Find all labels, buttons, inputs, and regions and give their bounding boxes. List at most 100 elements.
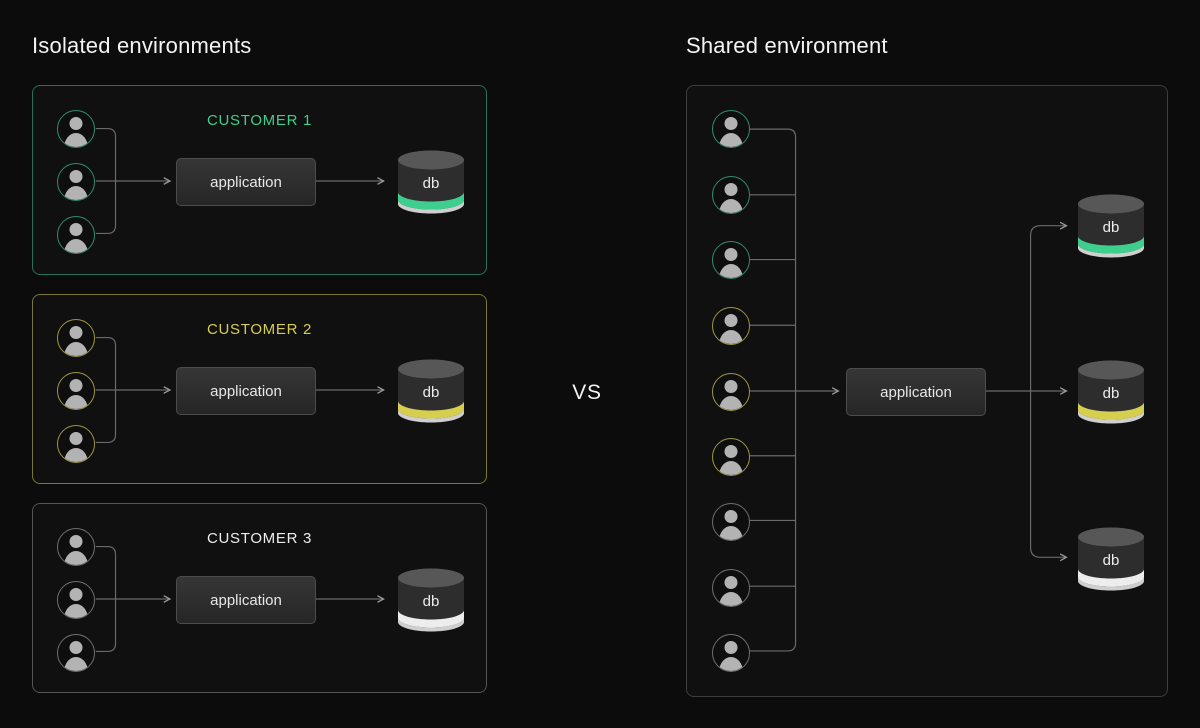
user-icon <box>712 438 750 476</box>
wire-to-db-top <box>1029 221 1068 391</box>
user-shoulders <box>64 132 88 147</box>
user-shoulders <box>64 185 88 200</box>
db-label: db <box>423 593 440 610</box>
db-rim <box>398 409 464 423</box>
db-label: db <box>423 175 440 192</box>
user-icon <box>712 307 750 345</box>
db-label: db <box>1103 219 1120 236</box>
db-stripe <box>1078 236 1144 254</box>
user-shoulders <box>64 550 88 565</box>
user-head <box>724 445 738 458</box>
db-label: db <box>423 384 440 401</box>
user-head <box>69 535 83 548</box>
user-head <box>724 248 738 261</box>
user-shoulders <box>719 525 743 540</box>
user-icon <box>712 176 750 214</box>
user-shoulders <box>719 329 743 344</box>
db-rim <box>1078 244 1144 258</box>
application-label: application <box>210 591 282 609</box>
user-shoulders <box>64 656 88 671</box>
database-icon: db <box>1078 527 1144 591</box>
user-head <box>69 170 83 183</box>
db-label: db <box>1103 385 1120 402</box>
database-icon: db <box>398 359 464 423</box>
user-icon <box>57 528 95 566</box>
user-shoulders <box>64 394 88 409</box>
customer-2-label: CUSTOMER 2 <box>206 321 313 338</box>
wire-to-db-bottom <box>1029 391 1068 562</box>
db-stripe <box>398 610 464 628</box>
database-icon: db <box>1078 360 1144 424</box>
connector-wires <box>95 545 386 653</box>
user-icon <box>712 241 750 279</box>
user-shoulders <box>719 198 743 213</box>
shared-panel: application db db db <box>686 85 1168 697</box>
db-stripe <box>398 401 464 419</box>
user-icon <box>57 372 95 410</box>
db-top <box>398 359 464 379</box>
application-node: application <box>846 368 986 416</box>
user-head <box>69 588 83 601</box>
user-shoulders <box>719 263 743 278</box>
user-shoulders <box>719 132 743 147</box>
customer-3-label: CUSTOMER 3 <box>206 530 313 547</box>
shared-title: Shared environment <box>686 33 888 58</box>
db-rim <box>1078 577 1144 591</box>
user-icon <box>712 503 750 541</box>
user-head <box>724 380 738 393</box>
db-rim <box>398 200 464 214</box>
user-shoulders <box>719 656 743 671</box>
database-icon: db <box>398 150 464 214</box>
customer-1-label: CUSTOMER 1 <box>206 112 313 129</box>
db-rim <box>398 618 464 632</box>
vs-label: VS <box>572 381 602 404</box>
application-label: application <box>210 382 282 400</box>
user-icon <box>57 425 95 463</box>
application-node: application <box>176 158 316 206</box>
customer-3-panel: CUSTOMER 3 application <box>32 503 487 693</box>
user-icon <box>57 110 95 148</box>
user-shoulders <box>719 460 743 475</box>
db-top <box>398 150 464 170</box>
user-icon <box>712 110 750 148</box>
user-icon <box>712 373 750 411</box>
db-stripe <box>398 192 464 210</box>
database-icon: db <box>1078 194 1144 258</box>
wire-user-top <box>95 127 117 181</box>
application-node: application <box>176 576 316 624</box>
application-label: application <box>210 173 282 191</box>
user-icon <box>57 581 95 619</box>
user-head <box>69 432 83 445</box>
connector-wires <box>95 127 386 235</box>
db-top <box>1078 360 1144 380</box>
user-head <box>69 641 83 654</box>
user-icon <box>712 569 750 607</box>
connector-wires <box>95 336 386 444</box>
user-head <box>69 379 83 392</box>
user-shoulders <box>64 341 88 356</box>
db-top <box>1078 194 1144 214</box>
database-icon: db <box>398 568 464 632</box>
wire-user-bottom <box>95 180 117 235</box>
user-icon <box>57 216 95 254</box>
user-head <box>724 117 738 130</box>
user-head <box>724 641 738 654</box>
db-top <box>398 568 464 588</box>
user-head <box>724 314 738 327</box>
user-shoulders <box>64 447 88 462</box>
db-stripe <box>1078 402 1144 420</box>
isolated-title: Isolated environments <box>32 33 252 58</box>
application-node: application <box>176 367 316 415</box>
db-top <box>1078 527 1144 547</box>
wire-user-bottom <box>95 598 117 653</box>
connector-wires <box>749 128 1068 652</box>
wire-user-trunk <box>749 128 797 652</box>
user-icon <box>57 163 95 201</box>
user-icon <box>57 319 95 357</box>
user-head <box>69 117 83 130</box>
db-stripe <box>1078 569 1144 587</box>
application-label: application <box>880 383 952 401</box>
db-label: db <box>1103 552 1120 569</box>
customer-1-panel: CUSTOMER 1 application <box>32 85 487 275</box>
